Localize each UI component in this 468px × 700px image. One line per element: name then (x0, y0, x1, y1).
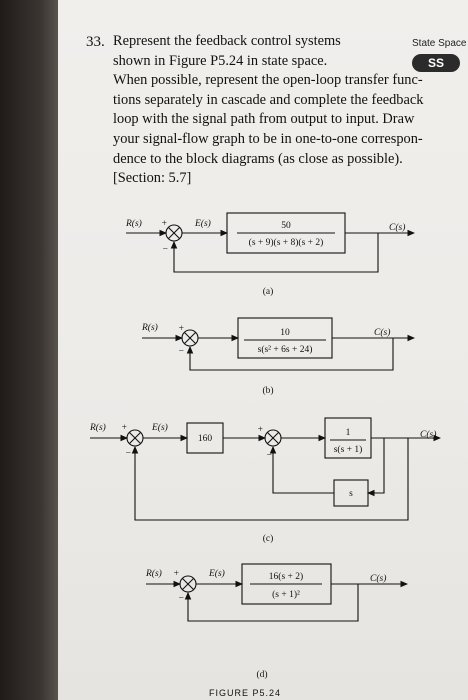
caption: (c) (263, 533, 274, 544)
summing-junction (179, 575, 197, 593)
tf-denominator: s(s + 1) (334, 444, 363, 455)
output-label: C(s) (370, 573, 386, 584)
output-label: C(s) (374, 327, 390, 338)
minus-sign: − (266, 451, 272, 461)
summing-junction (181, 329, 199, 347)
plus-sign: + (178, 324, 184, 334)
tf-denominator: s(s² + 6s + 24) (258, 344, 313, 355)
tf-numerator: 10 (280, 328, 290, 338)
state-space-label: State Space (412, 38, 467, 49)
output-label: C(s) (420, 429, 436, 440)
diagram-b: R(s) + − 10 s(s² + 6s + 24) C(s) (b) (141, 317, 416, 396)
question-text: Represent the feedback control systems s… (113, 32, 463, 189)
plus-sign: + (173, 569, 179, 579)
caption: (b) (262, 385, 273, 396)
diagram-c: R(s) + − E(s) 160 + − 1 s(s + 1) C(s) s (89, 417, 442, 544)
diagram-a: R(s) + − E(s) 50 (s + 9)(s + 8)(s + 2) C… (125, 212, 416, 297)
tf-numerator: 16(s + 2) (269, 571, 303, 582)
plus-sign: + (121, 423, 127, 433)
tf-denominator: (s + 1)² (272, 589, 300, 600)
error-label: E(s) (208, 568, 225, 579)
input-label: R(s) (141, 322, 158, 333)
feedback-gain: s (349, 489, 353, 499)
tf-numerator: 1 (346, 428, 351, 438)
output-label: C(s) (389, 222, 405, 233)
summing-junction (264, 429, 282, 447)
question-line: shown in Figure P5.24 in state space. (113, 52, 328, 69)
plus-sign: + (161, 219, 167, 229)
tf-denominator: (s + 9)(s + 8)(s + 2) (249, 237, 324, 248)
textbook-page (58, 0, 468, 700)
tf-numerator: 50 (281, 221, 291, 231)
background-edge (0, 0, 58, 700)
gain-value: 160 (198, 434, 213, 444)
question-line: tions separately in cascade and complete… (113, 91, 424, 108)
error-label: E(s) (194, 218, 211, 229)
question-line: your signal-flow graph to be in one-to-o… (113, 130, 423, 147)
minus-sign: − (162, 245, 168, 255)
summing-junction (165, 224, 183, 242)
input-label: R(s) (89, 422, 106, 433)
minus-sign: − (125, 449, 131, 459)
minus-sign: − (178, 347, 184, 357)
ss-badge: SS (412, 54, 460, 72)
diagram-d: R(s) + − E(s) 16(s + 2) (s + 1)² C(s) (d… (145, 563, 409, 680)
plus-sign: + (257, 425, 263, 435)
summing-junction (126, 429, 144, 447)
question-line: When possible, represent the open-loop t… (113, 72, 423, 89)
error-label: E(s) (151, 422, 168, 433)
question-line: [Section: 5.7] (113, 170, 192, 187)
input-label: R(s) (145, 568, 162, 579)
question-line: loop with the signal path from output to… (113, 111, 415, 128)
question-line: dence to the block diagrams (as close as… (113, 150, 403, 167)
question-number: 33. (86, 34, 105, 50)
question-line: Represent the feedback control systems (113, 33, 341, 49)
caption: (a) (263, 286, 274, 297)
caption: (d) (256, 669, 267, 680)
input-label: R(s) (125, 218, 142, 229)
figure-label: FIGURE P5.24 (209, 688, 281, 698)
minus-sign: − (178, 594, 184, 604)
